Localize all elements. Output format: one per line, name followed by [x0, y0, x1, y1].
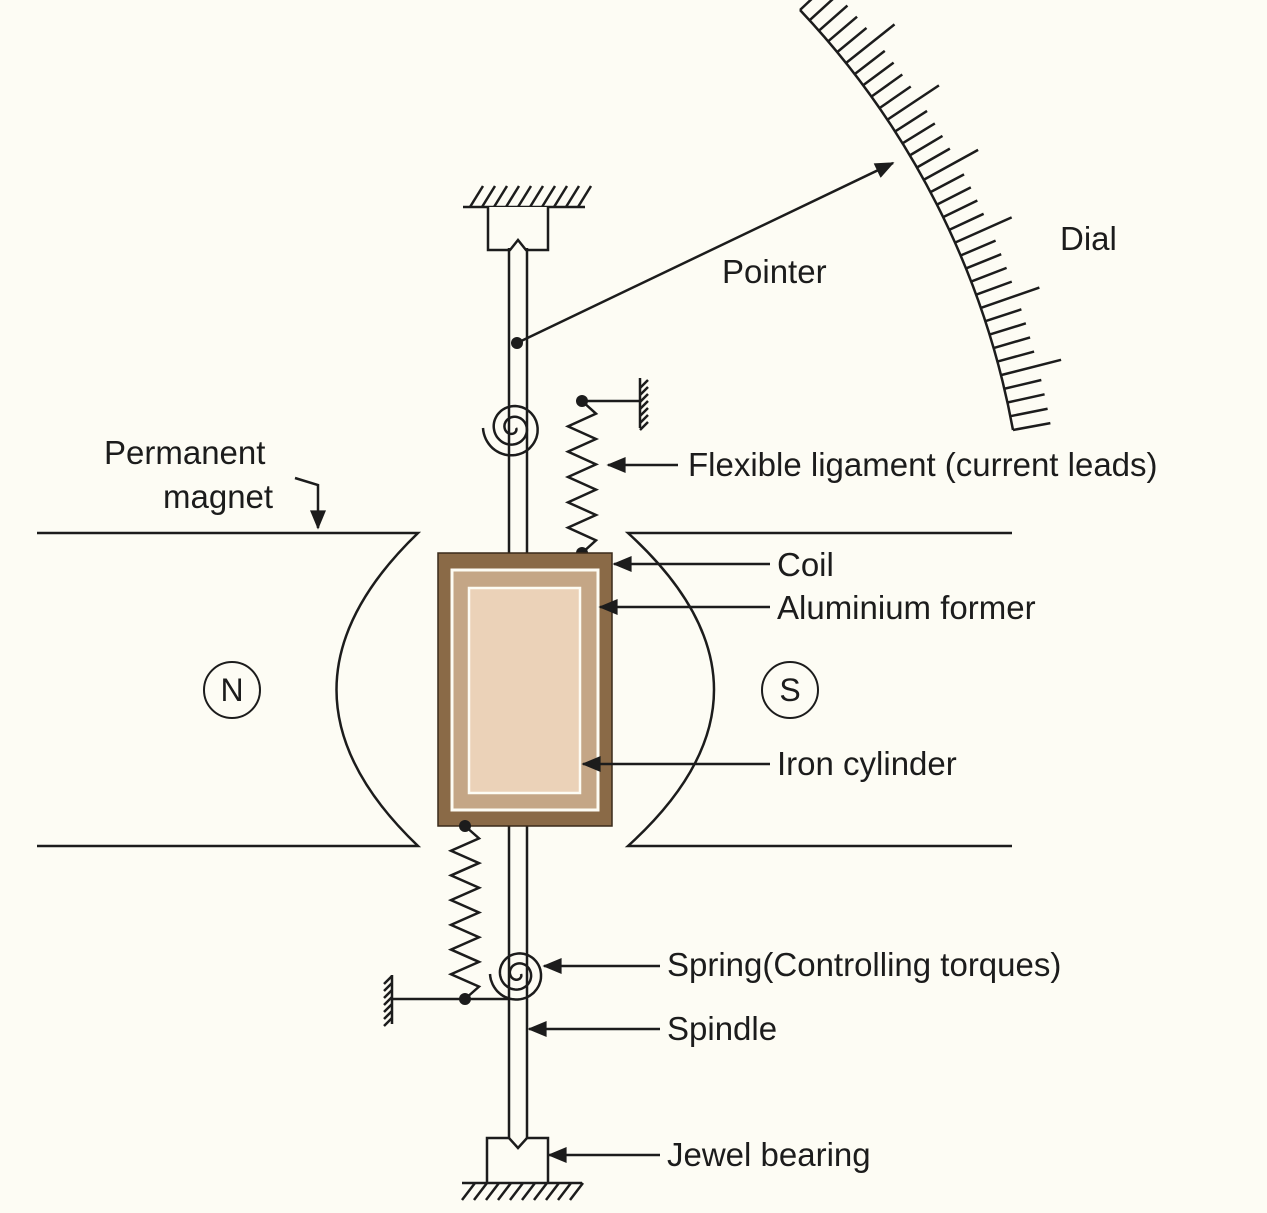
flexible-ligament-label: Flexible ligament (current leads) — [688, 446, 1158, 483]
north-pole-marker: N — [203, 661, 261, 719]
pointer — [511, 161, 895, 349]
dial-ticks — [799, 0, 1062, 432]
top-bearing — [463, 185, 593, 252]
jewel-bearing-part — [461, 1136, 584, 1201]
leader-lines — [294, 457, 770, 1163]
jewel-bearing-label: Jewel bearing — [667, 1136, 871, 1173]
permanent-magnet-label-line2: magnet — [163, 478, 274, 515]
spindle — [507, 248, 529, 1140]
permanent-magnet-label-line1: Permanent — [104, 434, 266, 471]
permanent-magnet — [37, 531, 1012, 848]
magnet-north-pole — [37, 531, 422, 848]
lower-ligament — [383, 820, 509, 1027]
lower-spiral-spring — [488, 952, 543, 1001]
upper-spiral-spring — [481, 404, 539, 457]
coil-label: Coil — [777, 546, 834, 583]
spring-label: Spring(Controlling torques) — [667, 946, 1062, 983]
aluminium-former-label: Aluminium former — [777, 589, 1036, 626]
south-pole-marker: S — [761, 661, 819, 719]
dial-arc — [799, 9, 1015, 431]
dial-label: Dial — [1060, 220, 1117, 257]
spindle-label: Spindle — [667, 1010, 778, 1047]
magnet-south-pole — [624, 531, 1012, 848]
iron-cylinder — [467, 586, 582, 795]
moving-coil-assembly — [437, 552, 613, 827]
iron-cylinder-label: Iron cylinder — [777, 745, 957, 782]
pointer-label: Pointer — [722, 253, 827, 290]
magnet-leader — [294, 476, 326, 530]
dial-scale — [799, 0, 1062, 432]
